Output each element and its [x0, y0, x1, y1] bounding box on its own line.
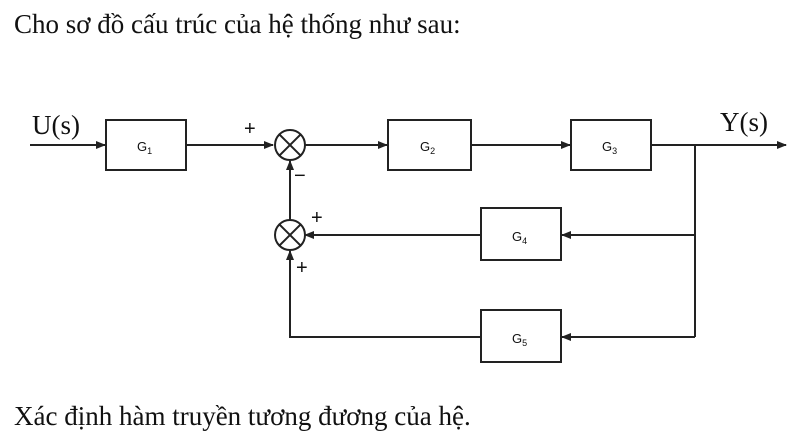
summing-junction-2 — [274, 219, 306, 251]
sum2-plus-sign-bottom: + — [296, 257, 308, 279]
input-label: U(s) — [32, 110, 80, 140]
g2-label: G2 — [420, 139, 435, 156]
g5-label: G5 — [512, 331, 527, 348]
block-g4 — [480, 207, 562, 261]
sum1-minus-sign: − — [294, 165, 306, 187]
g1-label: G1 — [137, 139, 152, 156]
g4-label: G4 — [512, 229, 527, 246]
output-label: Y(s) — [720, 107, 768, 137]
block-g3 — [570, 119, 652, 171]
block-g2 — [387, 119, 472, 171]
block-g5 — [480, 309, 562, 363]
question-text: Xác định hàm truyền tương đương của hệ. — [14, 401, 471, 431]
block-g1 — [105, 119, 187, 171]
g5-to-sum2-arrow — [286, 250, 481, 338]
sum2-plus-sign-right: + — [311, 207, 323, 229]
g3-label: G3 — [602, 139, 617, 156]
sum1-plus-sign: + — [244, 118, 256, 140]
intro-text: Cho sơ đồ cấu trúc của hệ thống như sau: — [14, 9, 461, 39]
summing-junction-1 — [274, 129, 306, 161]
